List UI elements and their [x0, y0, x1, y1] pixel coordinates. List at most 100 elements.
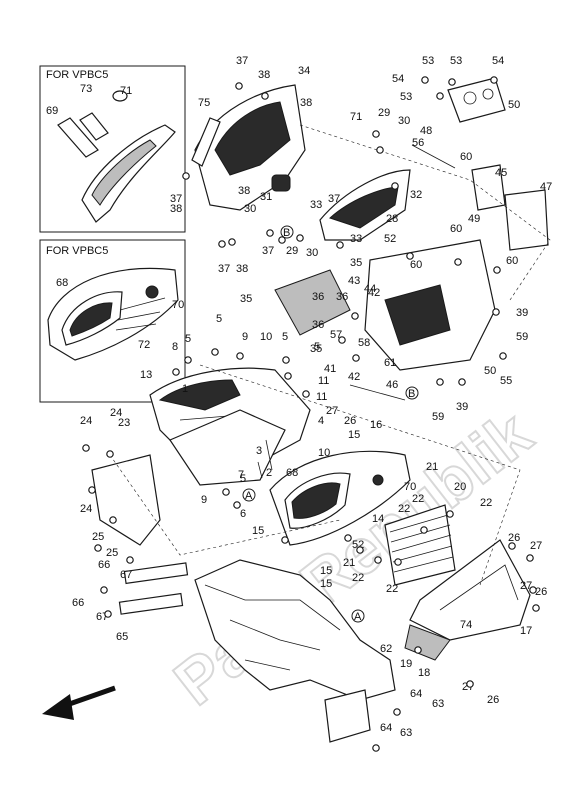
part-number-label: 38 [258, 69, 270, 81]
part-number-label: 8 [172, 341, 178, 353]
rod-46 [349, 384, 406, 401]
ref-mark-b-2 [405, 386, 419, 400]
part-number-label: 13 [140, 369, 152, 381]
part-number-label: 22 [412, 493, 424, 505]
part-number-label: 64 [410, 688, 422, 700]
screw-icon [372, 744, 380, 752]
part-number-label: 70 [404, 481, 416, 493]
left-lower-panel [91, 454, 161, 546]
screw-icon [356, 546, 364, 554]
screw-icon [104, 610, 112, 618]
lower-front-cowl-edge [439, 564, 519, 611]
ref-mark-a-2 [351, 609, 365, 623]
part-number-label: 11 [318, 375, 329, 387]
inset-part-label: 70 [172, 299, 184, 311]
part-number-label: 37 [170, 193, 182, 205]
part-number-label: 11 [316, 391, 327, 403]
part-number-label: 38 [238, 185, 250, 197]
part-number-label: 24 [80, 415, 92, 427]
screw-icon [222, 488, 230, 496]
right-front-cowling [269, 450, 411, 546]
part-number-label: 47 [540, 181, 552, 193]
part-number-label: 15 [252, 525, 264, 537]
part-number-label: 71 [350, 111, 362, 123]
screw-icon [508, 542, 516, 550]
part-number-label: 53 [450, 55, 462, 67]
part-number-label: 54 [392, 73, 404, 85]
part-number-label: 26 [535, 586, 547, 598]
screw-icon [261, 92, 269, 100]
screw-icon [109, 516, 117, 524]
part-number-label: 27 [530, 540, 542, 552]
screw-icon [493, 266, 501, 274]
inset-part-label: 73 [80, 83, 92, 95]
part-number-label: 37 [262, 245, 274, 257]
screw-icon [351, 312, 359, 320]
part-number-label: 45 [495, 167, 507, 179]
part-number-label: 4 [318, 415, 324, 427]
meter-panel-inner [329, 186, 399, 229]
part-number-label: 36 [312, 319, 324, 331]
part-number-label: 29 [378, 107, 390, 119]
part-number-label: 61 [384, 357, 396, 369]
part-number-label: 9 [201, 494, 207, 506]
part-number-label: 21 [343, 557, 355, 569]
screw-icon [236, 352, 244, 360]
part-number-label: 38 [300, 97, 312, 109]
part-number-label: 60 [410, 259, 422, 271]
part-number-label: 27 [326, 405, 338, 417]
part-number-label: 41 [324, 363, 336, 375]
ref-mark-b-1-label: B [283, 227, 290, 239]
bolt-3 [265, 439, 273, 471]
screw-icon [466, 680, 474, 688]
part-number-label: 48 [420, 125, 432, 137]
part-number-label: 22 [480, 497, 492, 509]
part-number-label: 15 [348, 429, 360, 441]
part-number-label: 27 [520, 580, 532, 592]
screw-icon [302, 390, 310, 398]
part-number-label: 15 [320, 578, 332, 590]
part-number-label: 37 [218, 263, 230, 275]
ref-mark-a-2-label: A [354, 611, 362, 623]
part-number-label: 25 [106, 547, 118, 559]
part-number-label: 29 [286, 245, 298, 257]
part-number-label: 30 [306, 247, 318, 259]
screw-icon [391, 182, 399, 190]
front-grill [384, 504, 456, 586]
ref-mark-a-1 [242, 488, 256, 502]
screw-icon [352, 354, 360, 362]
part-number-label: 22 [352, 572, 364, 584]
part-number-label: 1 [182, 383, 188, 395]
part-number-label: 10 [318, 447, 330, 459]
part-number-label: 53 [400, 91, 412, 103]
part-number-label: 5 [282, 331, 288, 343]
part-number-label: 66 [98, 559, 110, 571]
part-number-label: 50 [484, 365, 496, 377]
part-number-label: 56 [412, 137, 424, 149]
rod-48 [411, 144, 456, 169]
screw-icon [266, 229, 274, 237]
bolt-2 [257, 461, 263, 479]
screw-icon [499, 352, 507, 360]
part-number-label: 42 [348, 371, 360, 383]
part-number-label: 37 [236, 55, 248, 67]
fastener-icons [82, 76, 540, 752]
part-number-label: 65 [116, 631, 128, 643]
upper-windshield [194, 84, 306, 211]
part-number-label: 68 [286, 467, 298, 479]
part-number-label: 39 [456, 401, 468, 413]
part-number-label: 5 [185, 333, 191, 345]
part-number-label: 25 [92, 531, 104, 543]
screw-icon [406, 252, 414, 260]
screw-icon [184, 356, 192, 364]
screw-icon [446, 510, 454, 518]
screw-icon [172, 368, 180, 376]
screw-icon [492, 308, 500, 316]
screw-icon [529, 586, 537, 594]
part-number-label: 42 [368, 287, 380, 299]
part-number-label: 63 [400, 727, 412, 739]
assembly-boundary [109, 124, 551, 586]
screw-icon [436, 378, 444, 386]
screw-icon [372, 130, 380, 138]
